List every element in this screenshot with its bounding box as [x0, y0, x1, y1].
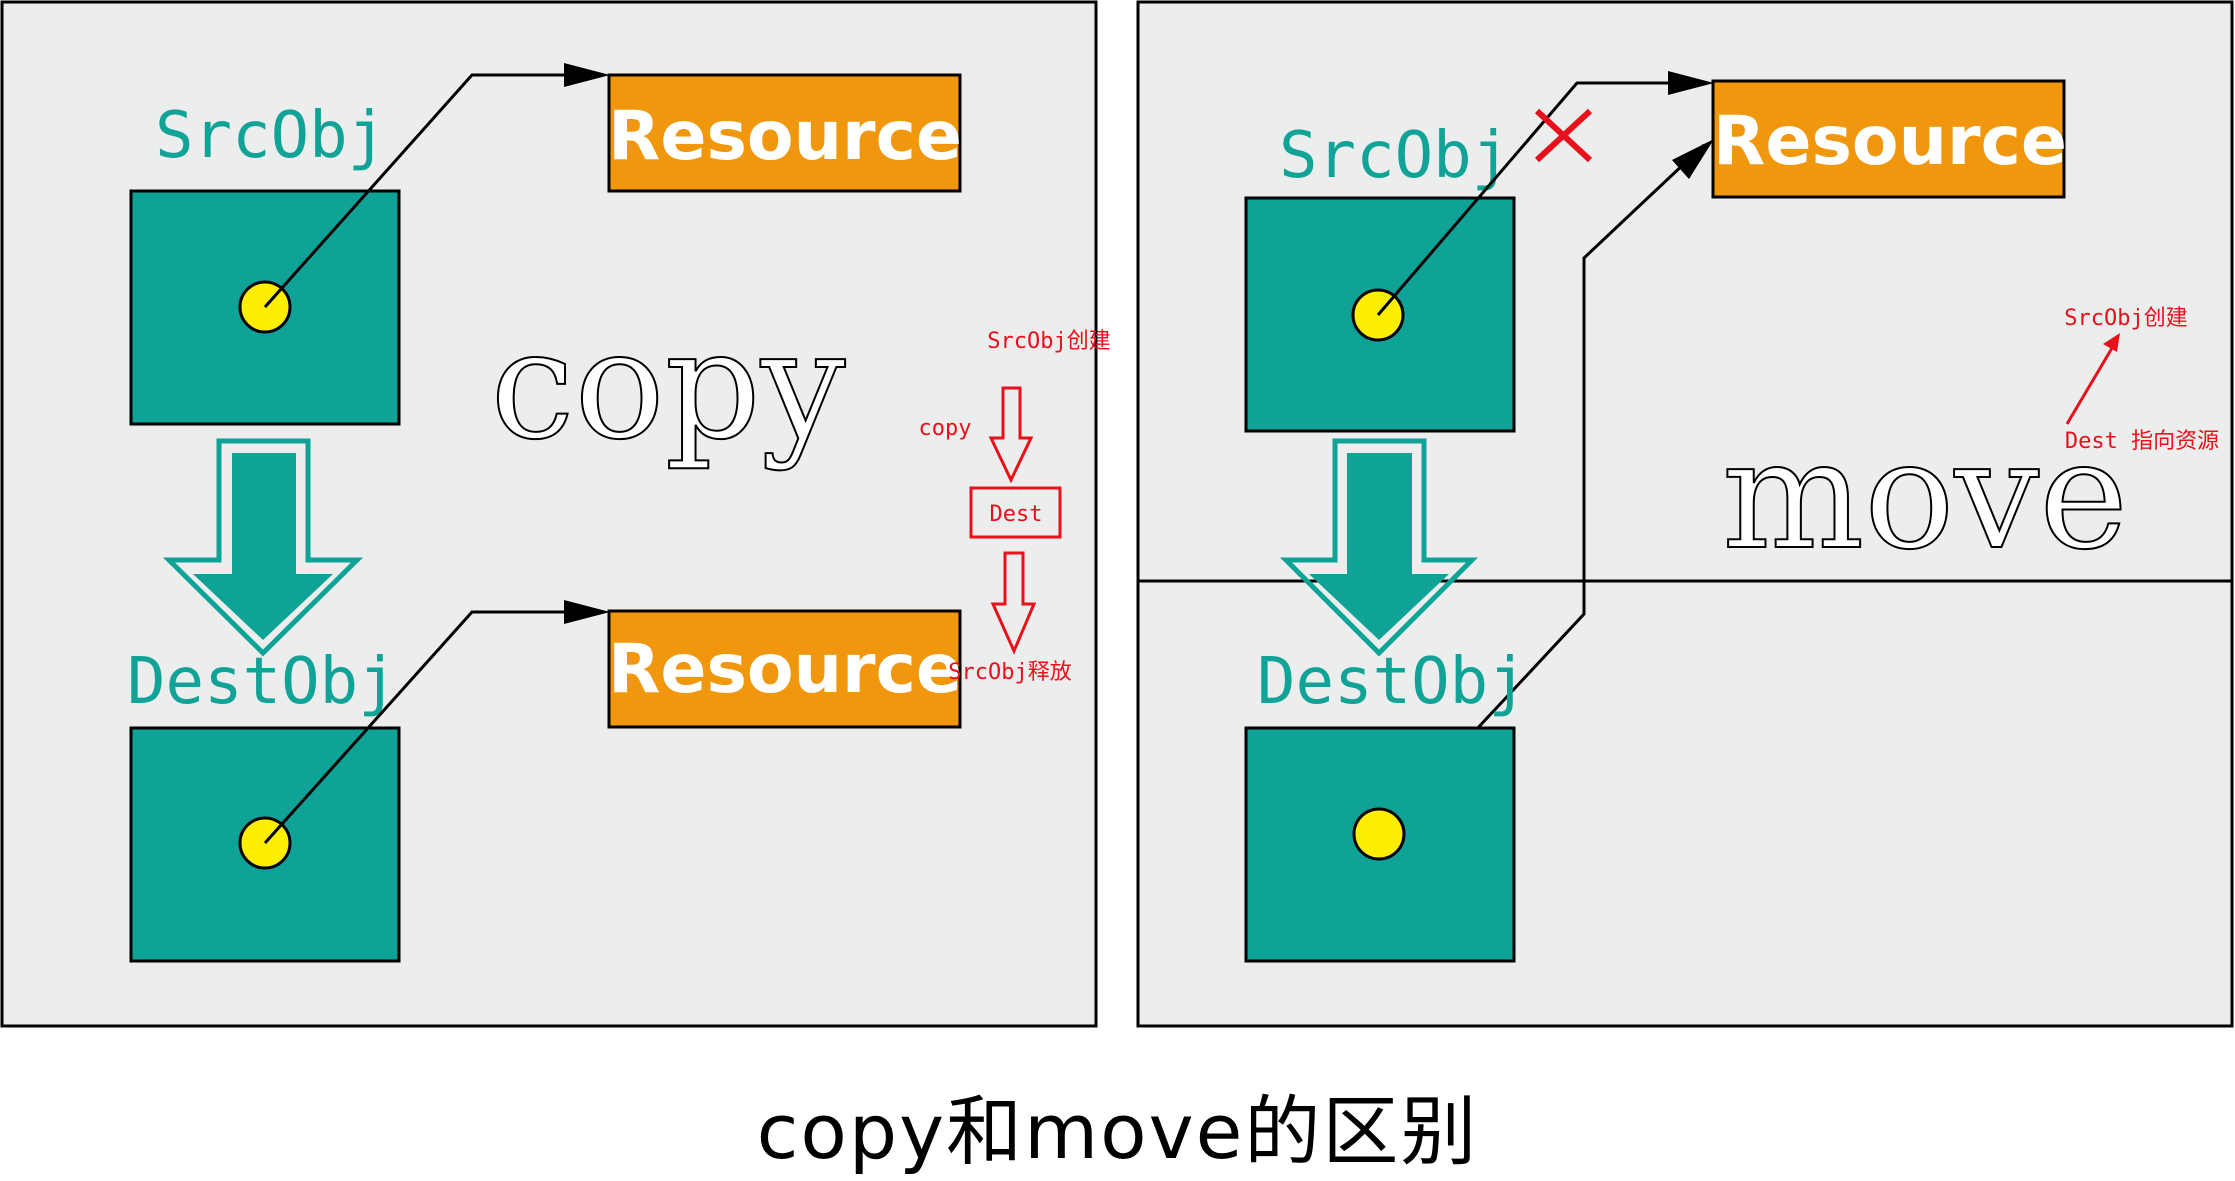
copy-note-arrow-1 — [988, 386, 1034, 484]
move-resource — [1711, 79, 2066, 199]
move-note-dest-points: Dest 指向资源 — [2065, 429, 2219, 454]
move-cut-cross-icon — [1534, 108, 1593, 163]
copy-resource-bottom — [607, 609, 962, 729]
copy-note-dest-box — [969, 486, 1062, 539]
move-dest-label: DestObj — [1257, 645, 1527, 719]
copy-resource-top-label: Resource — [608, 97, 962, 176]
copy-note-released: SrcObj释放 — [948, 660, 1071, 685]
copy-panel: SrcObj Resource DestObj Resource copy Sr… — [0, 0, 1111, 1028]
copy-note-arrow-2 — [990, 551, 1037, 655]
move-big-word: move — [1722, 409, 2128, 583]
move-panel: SrcObj Resource DestObj move SrcObj创建 D — [1136, 0, 2234, 1028]
move-dest-pointer-dot — [1352, 807, 1406, 861]
move-note-created: SrcObj创建 — [2064, 306, 2187, 331]
move-down-arrow-outline — [1279, 438, 1479, 657]
move-note-arrow — [2065, 333, 2120, 425]
move-src-label: SrcObj — [1279, 119, 1510, 193]
copy-dest-label: DestObj — [127, 645, 397, 719]
copy-resource-bottom-label: Resource — [608, 630, 962, 709]
copy-src-pointer-arrow — [263, 73, 600, 308]
copy-note-dest: Dest — [990, 502, 1043, 527]
copy-src-label: SrcObj — [155, 99, 386, 173]
copy-down-arrow-outline — [162, 438, 364, 657]
copy-dest-pointer-arrowhead — [564, 600, 610, 624]
copy-down-arrow — [193, 453, 333, 640]
copy-big-word: copy — [490, 299, 845, 473]
copy-note-copy: copy — [919, 416, 972, 441]
move-dest-pointer-arrow — [1377, 143, 1706, 836]
copy-src-pointer-arrowhead — [564, 63, 610, 87]
copy-resource-top — [607, 73, 962, 193]
move-src-pointer-arrow — [1376, 81, 1704, 316]
move-resource-label: Resource — [1713, 102, 2067, 181]
copy-dest-pointer-arrow — [263, 610, 600, 845]
move-down-arrow — [1309, 453, 1449, 640]
move-src-pointer-arrowhead — [1668, 71, 1714, 95]
copy-note-created: SrcObj创建 — [987, 329, 1110, 354]
diagram-caption: copy和move的区别 — [756, 1087, 1479, 1176]
move-dest-pointer-arrowhead — [1672, 139, 1714, 179]
